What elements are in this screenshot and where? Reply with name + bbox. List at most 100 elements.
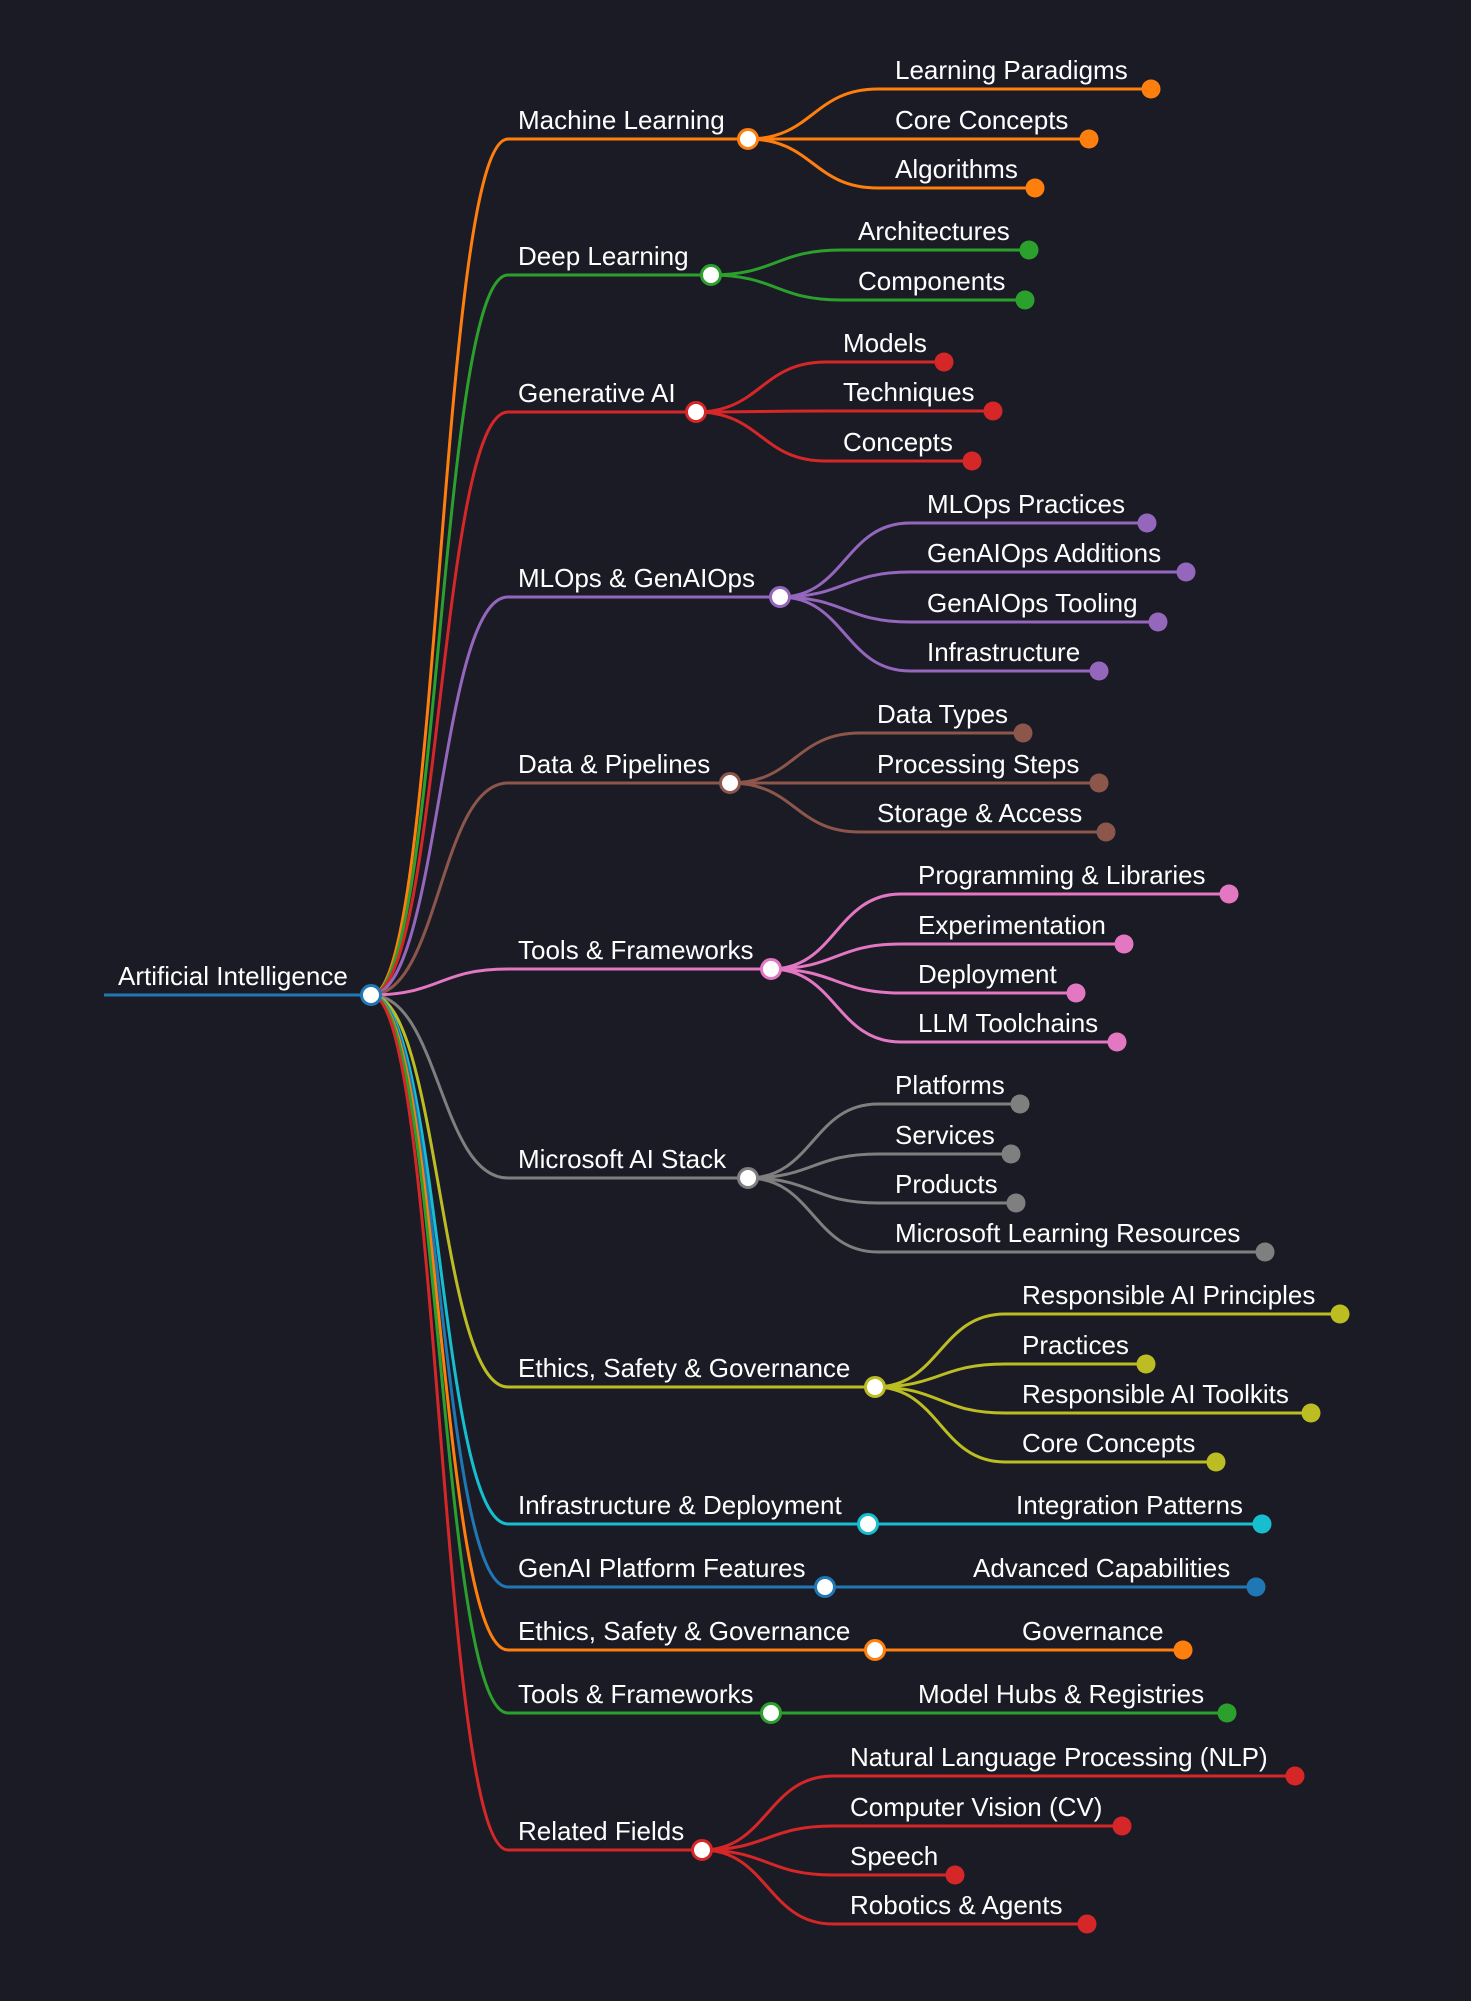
leaf-node-governance[interactable] [1173, 1640, 1193, 1660]
branch-line-generative-ai [370, 410, 696, 997]
leaf-node-microsoft-learning-resources[interactable] [1255, 1242, 1275, 1262]
leaf-label-responsible-ai-toolkits: Responsible AI Toolkits [1022, 1379, 1289, 1409]
leaf-line-computer-vision-cv [701, 1824, 1122, 1852]
leaf-node-genaiops-tooling[interactable] [1148, 612, 1168, 632]
leaf-node-deployment[interactable] [1066, 983, 1086, 1003]
branch-label-ethics-safety-and-governance: Ethics, Safety & Governance [518, 1353, 850, 1383]
branch-label-ethics-safety-and-governance: Ethics, Safety & Governance [518, 1616, 850, 1646]
leaf-label-microsoft-learning-resources: Microsoft Learning Resources [895, 1218, 1240, 1248]
leaf-label-practices: Practices [1022, 1330, 1129, 1360]
branch-line-ethics-safety-and-governance [370, 993, 875, 1389]
leaf-label-core-concepts: Core Concepts [895, 105, 1068, 135]
leaf-line-core-concepts [874, 1385, 1216, 1464]
leaf-label-core-concepts: Core Concepts [1022, 1428, 1195, 1458]
leaf-node-responsible-ai-toolkits[interactable] [1301, 1403, 1321, 1423]
leaf-node-storage-and-access[interactable] [1096, 822, 1116, 842]
leaf-node-core-concepts[interactable] [1079, 129, 1099, 149]
leaf-label-infrastructure: Infrastructure [927, 637, 1080, 667]
leaf-label-storage-and-access: Storage & Access [877, 798, 1082, 828]
leaf-label-models: Models [843, 328, 927, 358]
leaf-label-processing-steps: Processing Steps [877, 749, 1079, 779]
leaf-node-robotics-and-agents[interactable] [1077, 1914, 1097, 1934]
branch-label-related-fields: Related Fields [518, 1816, 684, 1846]
leaf-node-concepts[interactable] [962, 451, 982, 471]
branch-node-deep-learning[interactable] [700, 264, 722, 286]
branch-node-generative-ai[interactable] [685, 401, 707, 423]
leaf-line-natural-language-processing-nlp [701, 1774, 1295, 1852]
branch-label-genai-platform-features: GenAI Platform Features [518, 1553, 806, 1583]
branch-node-microsoft-ai-stack[interactable] [737, 1167, 759, 1189]
leaf-node-practices[interactable] [1136, 1354, 1156, 1374]
leaf-node-learning-paradigms[interactable] [1141, 79, 1161, 99]
leaf-line-models [695, 360, 944, 414]
branch-line-infrastructure-and-deployment [370, 993, 868, 1526]
leaf-node-responsible-ai-principles[interactable] [1330, 1304, 1350, 1324]
leaf-node-genaiops-additions[interactable] [1176, 562, 1196, 582]
branch-node-data-and-pipelines[interactable] [719, 772, 741, 794]
branch-node-mlops-and-genaiops[interactable] [769, 586, 791, 608]
leaf-label-learning-paradigms: Learning Paradigms [895, 55, 1128, 85]
leaf-label-mlops-practices: MLOps Practices [927, 489, 1125, 519]
leaf-node-platforms[interactable] [1010, 1094, 1030, 1114]
leaf-line-infrastructure [779, 595, 1099, 673]
branch-label-tools-and-frameworks: Tools & Frameworks [518, 1679, 754, 1709]
leaf-node-products[interactable] [1006, 1193, 1026, 1213]
leaf-line-practices [874, 1362, 1146, 1389]
leaf-label-services: Services [895, 1120, 995, 1150]
leaf-line-techniques [695, 409, 993, 414]
leaf-node-advanced-capabilities[interactable] [1246, 1577, 1266, 1597]
leaf-line-learning-paradigms [747, 87, 1151, 141]
leaf-line-storage-and-access [729, 781, 1106, 834]
branch-node-related-fields[interactable] [691, 1839, 713, 1861]
leaf-node-mlops-practices[interactable] [1137, 513, 1157, 533]
leaf-label-governance: Governance [1022, 1616, 1164, 1646]
branch-label-machine-learning: Machine Learning [518, 105, 725, 135]
leaf-node-infrastructure[interactable] [1089, 661, 1109, 681]
leaf-line-concepts [695, 410, 972, 463]
leaf-line-programming-and-libraries [770, 892, 1229, 971]
leaf-label-experimentation: Experimentation [918, 910, 1106, 940]
leaf-line-genaiops-tooling [779, 595, 1158, 624]
leaf-node-architectures[interactable] [1019, 240, 1039, 260]
branch-line-machine-learning [370, 137, 748, 997]
leaf-line-deployment [770, 967, 1076, 995]
leaf-node-algorithms[interactable] [1025, 178, 1045, 198]
root-node[interactable] [360, 984, 382, 1006]
leaf-node-experimentation[interactable] [1114, 934, 1134, 954]
branch-label-infrastructure-and-deployment: Infrastructure & Deployment [518, 1490, 842, 1520]
branch-node-genai-platform-features[interactable] [814, 1576, 836, 1598]
leaf-node-model-hubs-and-registries[interactable] [1217, 1703, 1237, 1723]
leaf-node-data-types[interactable] [1013, 723, 1033, 743]
leaf-label-model-hubs-and-registries: Model Hubs & Registries [918, 1679, 1204, 1709]
branch-node-infrastructure-and-deployment[interactable] [857, 1513, 879, 1535]
branch-line-mlops-and-genaiops [370, 595, 780, 997]
branch-line-tools-and-frameworks [370, 967, 771, 997]
branch-node-machine-learning[interactable] [737, 128, 759, 150]
leaf-node-models[interactable] [934, 352, 954, 372]
branch-node-tools-and-frameworks[interactable] [760, 958, 782, 980]
leaf-node-computer-vision-cv[interactable] [1112, 1816, 1132, 1836]
leaf-node-core-concepts[interactable] [1206, 1452, 1226, 1472]
leaf-node-services[interactable] [1001, 1144, 1021, 1164]
branch-node-tools-and-frameworks[interactable] [760, 1702, 782, 1724]
leaf-node-integration-patterns[interactable] [1252, 1514, 1272, 1534]
leaf-line-experimentation [770, 942, 1124, 971]
leaf-node-processing-steps[interactable] [1089, 773, 1109, 793]
branch-node-ethics-safety-and-governance[interactable] [864, 1376, 886, 1398]
leaf-line-responsible-ai-toolkits [874, 1385, 1311, 1415]
leaf-node-speech[interactable] [945, 1865, 965, 1885]
branch-node-ethics-safety-and-governance[interactable] [864, 1639, 886, 1661]
leaf-node-llm-toolchains[interactable] [1107, 1032, 1127, 1052]
leaf-node-components[interactable] [1015, 290, 1035, 310]
leaf-label-platforms: Platforms [895, 1070, 1005, 1100]
leaf-label-computer-vision-cv: Computer Vision (CV) [850, 1792, 1102, 1822]
leaf-line-llm-toolchains [770, 967, 1117, 1044]
leaf-label-natural-language-processing-nlp: Natural Language Processing (NLP) [850, 1742, 1268, 1772]
leaf-line-genaiops-additions [779, 570, 1186, 599]
leaf-node-programming-and-libraries[interactable] [1219, 884, 1239, 904]
leaf-node-techniques[interactable] [983, 401, 1003, 421]
leaf-label-programming-and-libraries: Programming & Libraries [918, 860, 1206, 890]
leaf-node-natural-language-processing-nlp[interactable] [1285, 1766, 1305, 1786]
branch-label-microsoft-ai-stack: Microsoft AI Stack [518, 1144, 727, 1174]
